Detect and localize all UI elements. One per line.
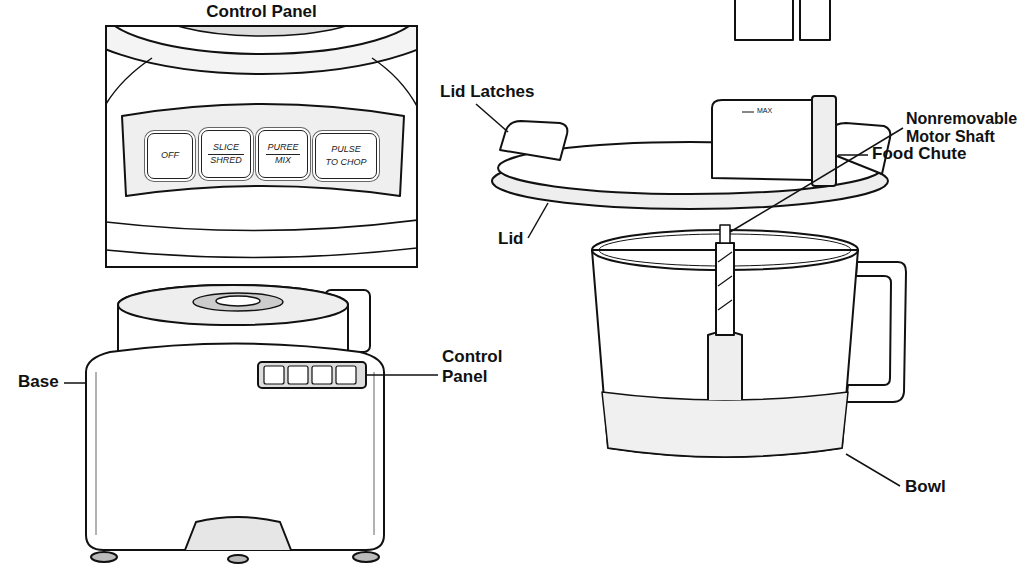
control-panel-closeup (152, 26, 372, 36)
button-label: OFF (161, 149, 179, 163)
motor-base (336, 366, 356, 384)
work-bowl (602, 392, 848, 457)
part-label: Lid (498, 229, 524, 249)
control-panel-closeup (106, 248, 417, 258)
work-bowl (720, 225, 730, 243)
control-button: OFF (147, 133, 193, 179)
lid-assembly (742, 112, 754, 113)
lid-assembly (712, 100, 812, 180)
part-label: Food Chute (872, 144, 966, 164)
motor-base (312, 366, 332, 384)
leader-lines (846, 454, 900, 486)
motor-base (86, 344, 384, 551)
control-panel-closeup (106, 26, 417, 258)
leader-lines (528, 203, 548, 238)
control-button: PUREE MIX (258, 130, 308, 178)
lid-assembly (492, 0, 890, 209)
motor-base (353, 552, 379, 562)
inset-panel: Control PanelOFFSLICE SHREDPUREE MIXPULS… (105, 25, 418, 268)
part-label: Control Panel (442, 347, 522, 386)
control-button: SLICE SHRED (201, 130, 251, 178)
leader-lines (476, 104, 508, 132)
button-label: SLICE SHRED (208, 141, 244, 168)
button-label: PULSE TO CHOP (325, 143, 367, 170)
lid-assembly (800, 0, 830, 40)
motor-base (95, 372, 97, 535)
panel-heading: Control Panel (107, 2, 416, 22)
part-label: Lid Latches (440, 82, 534, 102)
motor-base (86, 285, 384, 563)
food-processor-illustration (62, 0, 906, 563)
control-panel-closeup (372, 58, 417, 108)
lid-assembly (735, 0, 793, 40)
work-bowl (592, 225, 906, 457)
motor-base (258, 362, 366, 388)
work-bowl (716, 243, 734, 335)
leader-lines (64, 104, 903, 486)
motor-base (228, 555, 248, 563)
leader-lines (366, 374, 438, 376)
work-bowl (708, 332, 742, 401)
motor-base (193, 293, 283, 311)
part-label: Bowl (905, 477, 946, 497)
lid-assembly (500, 121, 567, 160)
motor-base (288, 366, 308, 384)
button-label: PUREE MIX (266, 141, 300, 168)
leader-lines (730, 128, 903, 232)
motor-base (185, 517, 291, 550)
control-panel-closeup (106, 26, 417, 74)
part-label: Base (18, 372, 59, 392)
control-panel-closeup (106, 220, 417, 231)
motor-base (373, 372, 375, 535)
control-panel-closeup (106, 26, 417, 54)
control-panel-closeup (106, 58, 152, 104)
motor-base (264, 366, 284, 384)
part-label: Nonremovable Motor Shaft (906, 110, 1028, 147)
motor-base (216, 296, 260, 306)
fill-mark: MAX (757, 107, 772, 115)
control-panel-closeup (62, 0, 462, 268)
leader-lines (838, 154, 868, 156)
control-button: PULSE TO CHOP (315, 133, 377, 179)
work-bowl (718, 252, 732, 310)
lid-assembly (812, 96, 836, 186)
work-bowl (592, 250, 858, 457)
control-panel-closeup (122, 104, 404, 196)
motor-base (91, 552, 117, 562)
motor-base (118, 285, 348, 325)
leader-lines (64, 382, 86, 384)
